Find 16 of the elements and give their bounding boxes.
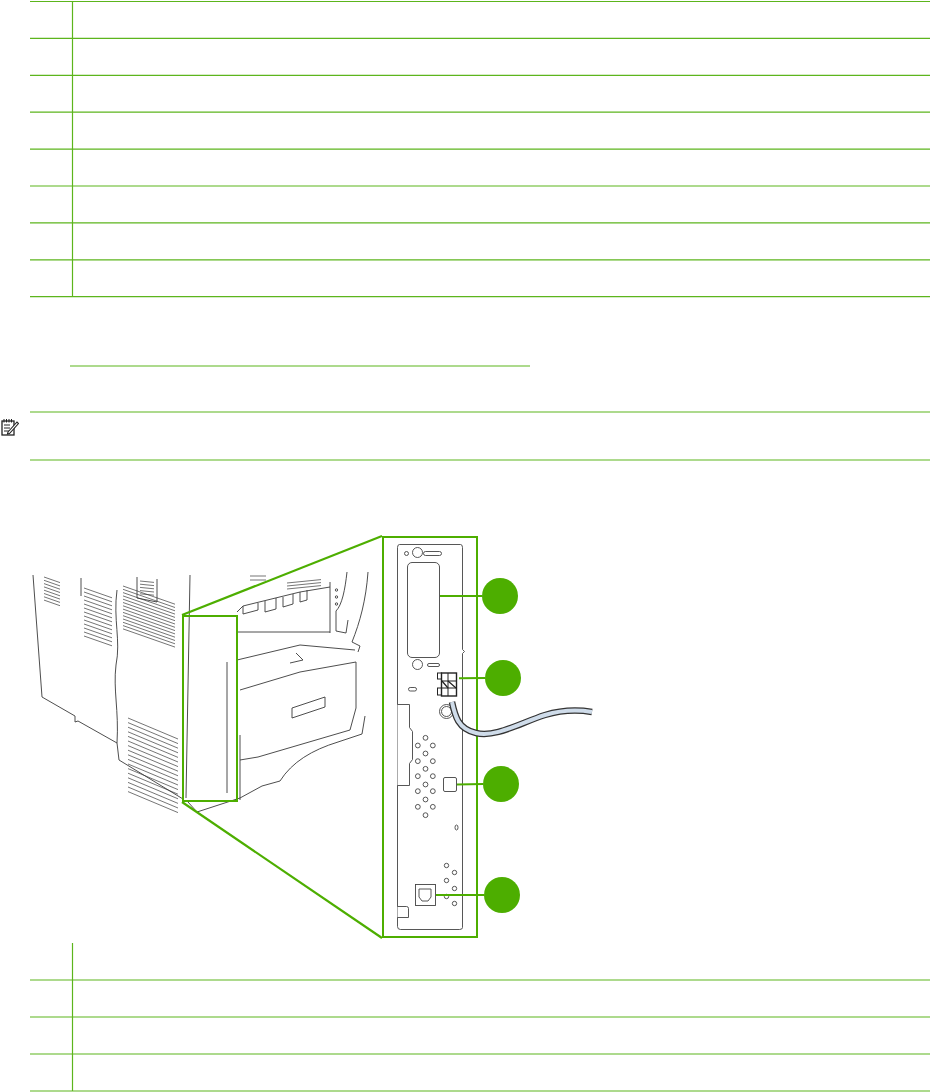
slot-opening [406,561,440,658]
leader-line [440,594,482,598]
leader-line [459,676,485,680]
port-socket [414,883,436,906]
leader-line [436,893,484,897]
leader-line [456,782,484,786]
zoom-line [181,801,383,939]
magnified-inset-frame [382,536,478,938]
square-port [442,776,457,792]
callout-circle [485,660,521,696]
inset-frame [182,615,238,802]
callout-circle [482,578,518,614]
network-jack [436,671,459,698]
callout-circle [484,877,520,913]
callout-circle [483,766,519,802]
zoom-line [181,534,383,617]
